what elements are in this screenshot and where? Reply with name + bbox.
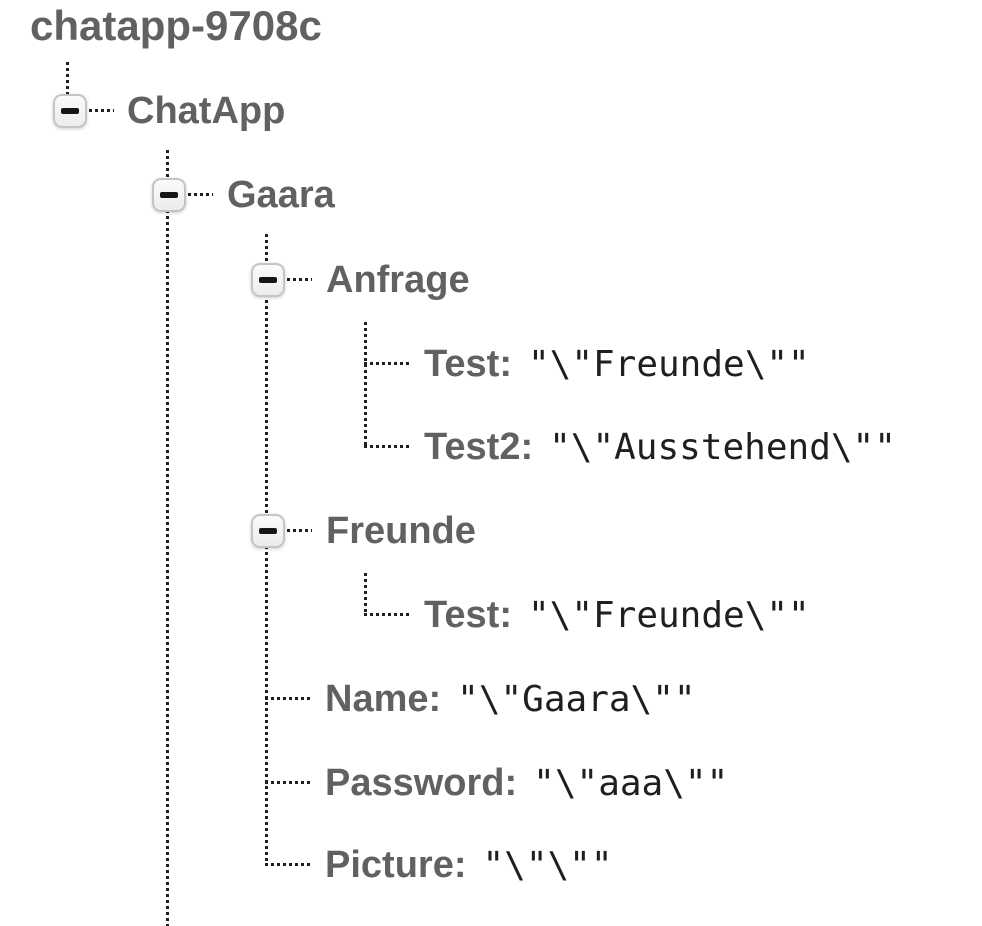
leaf-key-name[interactable]: Name: (325, 678, 442, 720)
root-node-label[interactable]: chatapp-9708c (30, 2, 322, 49)
leaf-value-anfrage-test2[interactable]: "\"Ausstehend\"" (549, 427, 896, 468)
anfrage-collapse-button[interactable] (251, 263, 285, 297)
tree-connector-freunde-children-line (364, 573, 367, 616)
node-label-anfrage[interactable]: Anfrage (326, 259, 470, 301)
tree-connector-gaara-children-line (265, 234, 268, 866)
freunde-collapse-button[interactable] (251, 514, 285, 548)
tree-connector-root-line (66, 62, 69, 94)
chatapp-collapse-button[interactable] (53, 94, 87, 128)
leaf-value-anfrage-test[interactable]: "\"Freunde\"" (527, 344, 810, 385)
minus-icon (259, 528, 277, 534)
tree-connector-branch (364, 362, 411, 365)
tree-connector-branch (287, 278, 312, 281)
leaf-row-anfrage-test: Test: "\"Freunde\"" (424, 339, 810, 389)
tree-connector-branch (265, 781, 311, 784)
minus-icon (61, 108, 79, 114)
leaf-value-freunde-test[interactable]: "\"Freunde\"" (527, 595, 810, 636)
minus-icon (259, 277, 277, 283)
tree-connector-branch (364, 613, 411, 616)
leaf-key-anfrage-test2[interactable]: Test2: (424, 426, 534, 468)
tree-connector-branch (265, 863, 311, 866)
leaf-row-password: Password: "\"aaa\"" (325, 758, 728, 808)
leaf-row-freunde-test: Test: "\"Freunde\"" (424, 590, 810, 640)
leaf-key-freunde-test[interactable]: Test: (424, 594, 512, 636)
tree-connector-branch (188, 193, 213, 196)
tree-connector-branch (89, 109, 114, 112)
tree-connector-branch (265, 697, 311, 700)
leaf-key-password[interactable]: Password: (325, 762, 518, 804)
leaf-key-picture[interactable]: Picture: (325, 844, 467, 886)
node-label-chatapp[interactable]: ChatApp (127, 90, 286, 132)
leaf-row-picture: Picture: "\"\"" (325, 840, 613, 890)
tree-connector-branch (364, 445, 411, 448)
leaf-row-anfrage-test2: Test2: "\"Ausstehend\"" (424, 422, 896, 472)
leaf-key-anfrage-test[interactable]: Test: (424, 343, 512, 385)
leaf-row-name: Name: "\"Gaara\"" (325, 674, 696, 724)
leaf-value-password[interactable]: "\"aaa\"" (533, 763, 729, 804)
tree-connector-chatapp-children-line (166, 150, 169, 926)
node-label-freunde[interactable]: Freunde (326, 510, 476, 552)
minus-icon (160, 192, 178, 198)
tree-connector-anfrage-children-line (364, 322, 367, 448)
tree-connector-branch (287, 529, 312, 532)
leaf-value-name[interactable]: "\"Gaara\"" (457, 679, 696, 720)
leaf-value-picture[interactable]: "\"\"" (482, 845, 613, 886)
node-label-gaara[interactable]: Gaara (227, 174, 335, 216)
gaara-collapse-button[interactable] (152, 178, 186, 212)
